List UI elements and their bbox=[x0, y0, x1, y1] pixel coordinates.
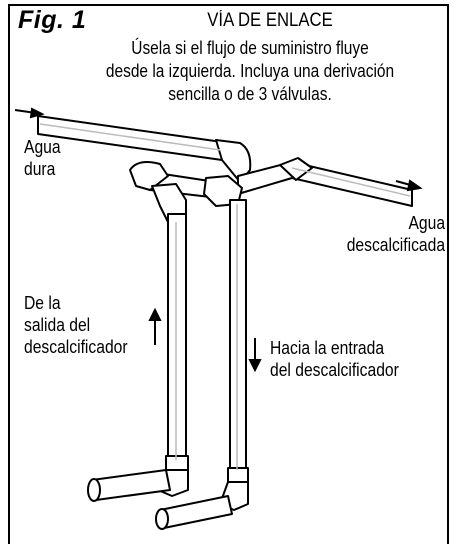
right-vertical-pipe bbox=[229, 199, 247, 483]
description-line: sencilla o de 3 válvulas. bbox=[168, 84, 332, 104]
outlet-flow-arrowhead bbox=[406, 179, 423, 192]
from-softener-outlet-label: De la salida del descalcificador bbox=[24, 293, 128, 357]
left-vertical-pipe bbox=[167, 213, 187, 471]
inlet-pipe bbox=[37, 115, 223, 161]
description-line: Úsela si el flujo de suministro fluye bbox=[131, 38, 369, 58]
right-pipe-coupling bbox=[227, 467, 249, 483]
down-flow-arrowhead bbox=[248, 359, 262, 373]
left-bottom-pipe bbox=[91, 469, 171, 501]
figure-description: Úsela si el flujo de suministro fluye de… bbox=[69, 37, 430, 106]
left-pipe-coupling bbox=[165, 455, 189, 471]
figure-title: VÍA DE ENLACE bbox=[207, 10, 333, 31]
inlet-flow-arrowhead bbox=[29, 107, 45, 119]
hard-water-label: Agua dura bbox=[24, 137, 61, 179]
figure-label: Fig. 1 bbox=[18, 6, 87, 34]
right-bottom-pipe-end bbox=[155, 508, 169, 530]
left-bottom-pipe-end bbox=[87, 478, 101, 502]
up-flow-arrowhead bbox=[148, 307, 162, 321]
description-line: desde la izquierda. Incluya una derivaci… bbox=[105, 61, 395, 81]
outlet-pipe bbox=[237, 161, 413, 207]
right-bottom-pipe bbox=[159, 495, 233, 529]
soft-water-label: Agua descalcificada bbox=[346, 213, 445, 255]
to-softener-inlet-label: Hacia la entrada del descalcificador bbox=[270, 338, 399, 380]
figure-frame bbox=[8, 4, 449, 544]
